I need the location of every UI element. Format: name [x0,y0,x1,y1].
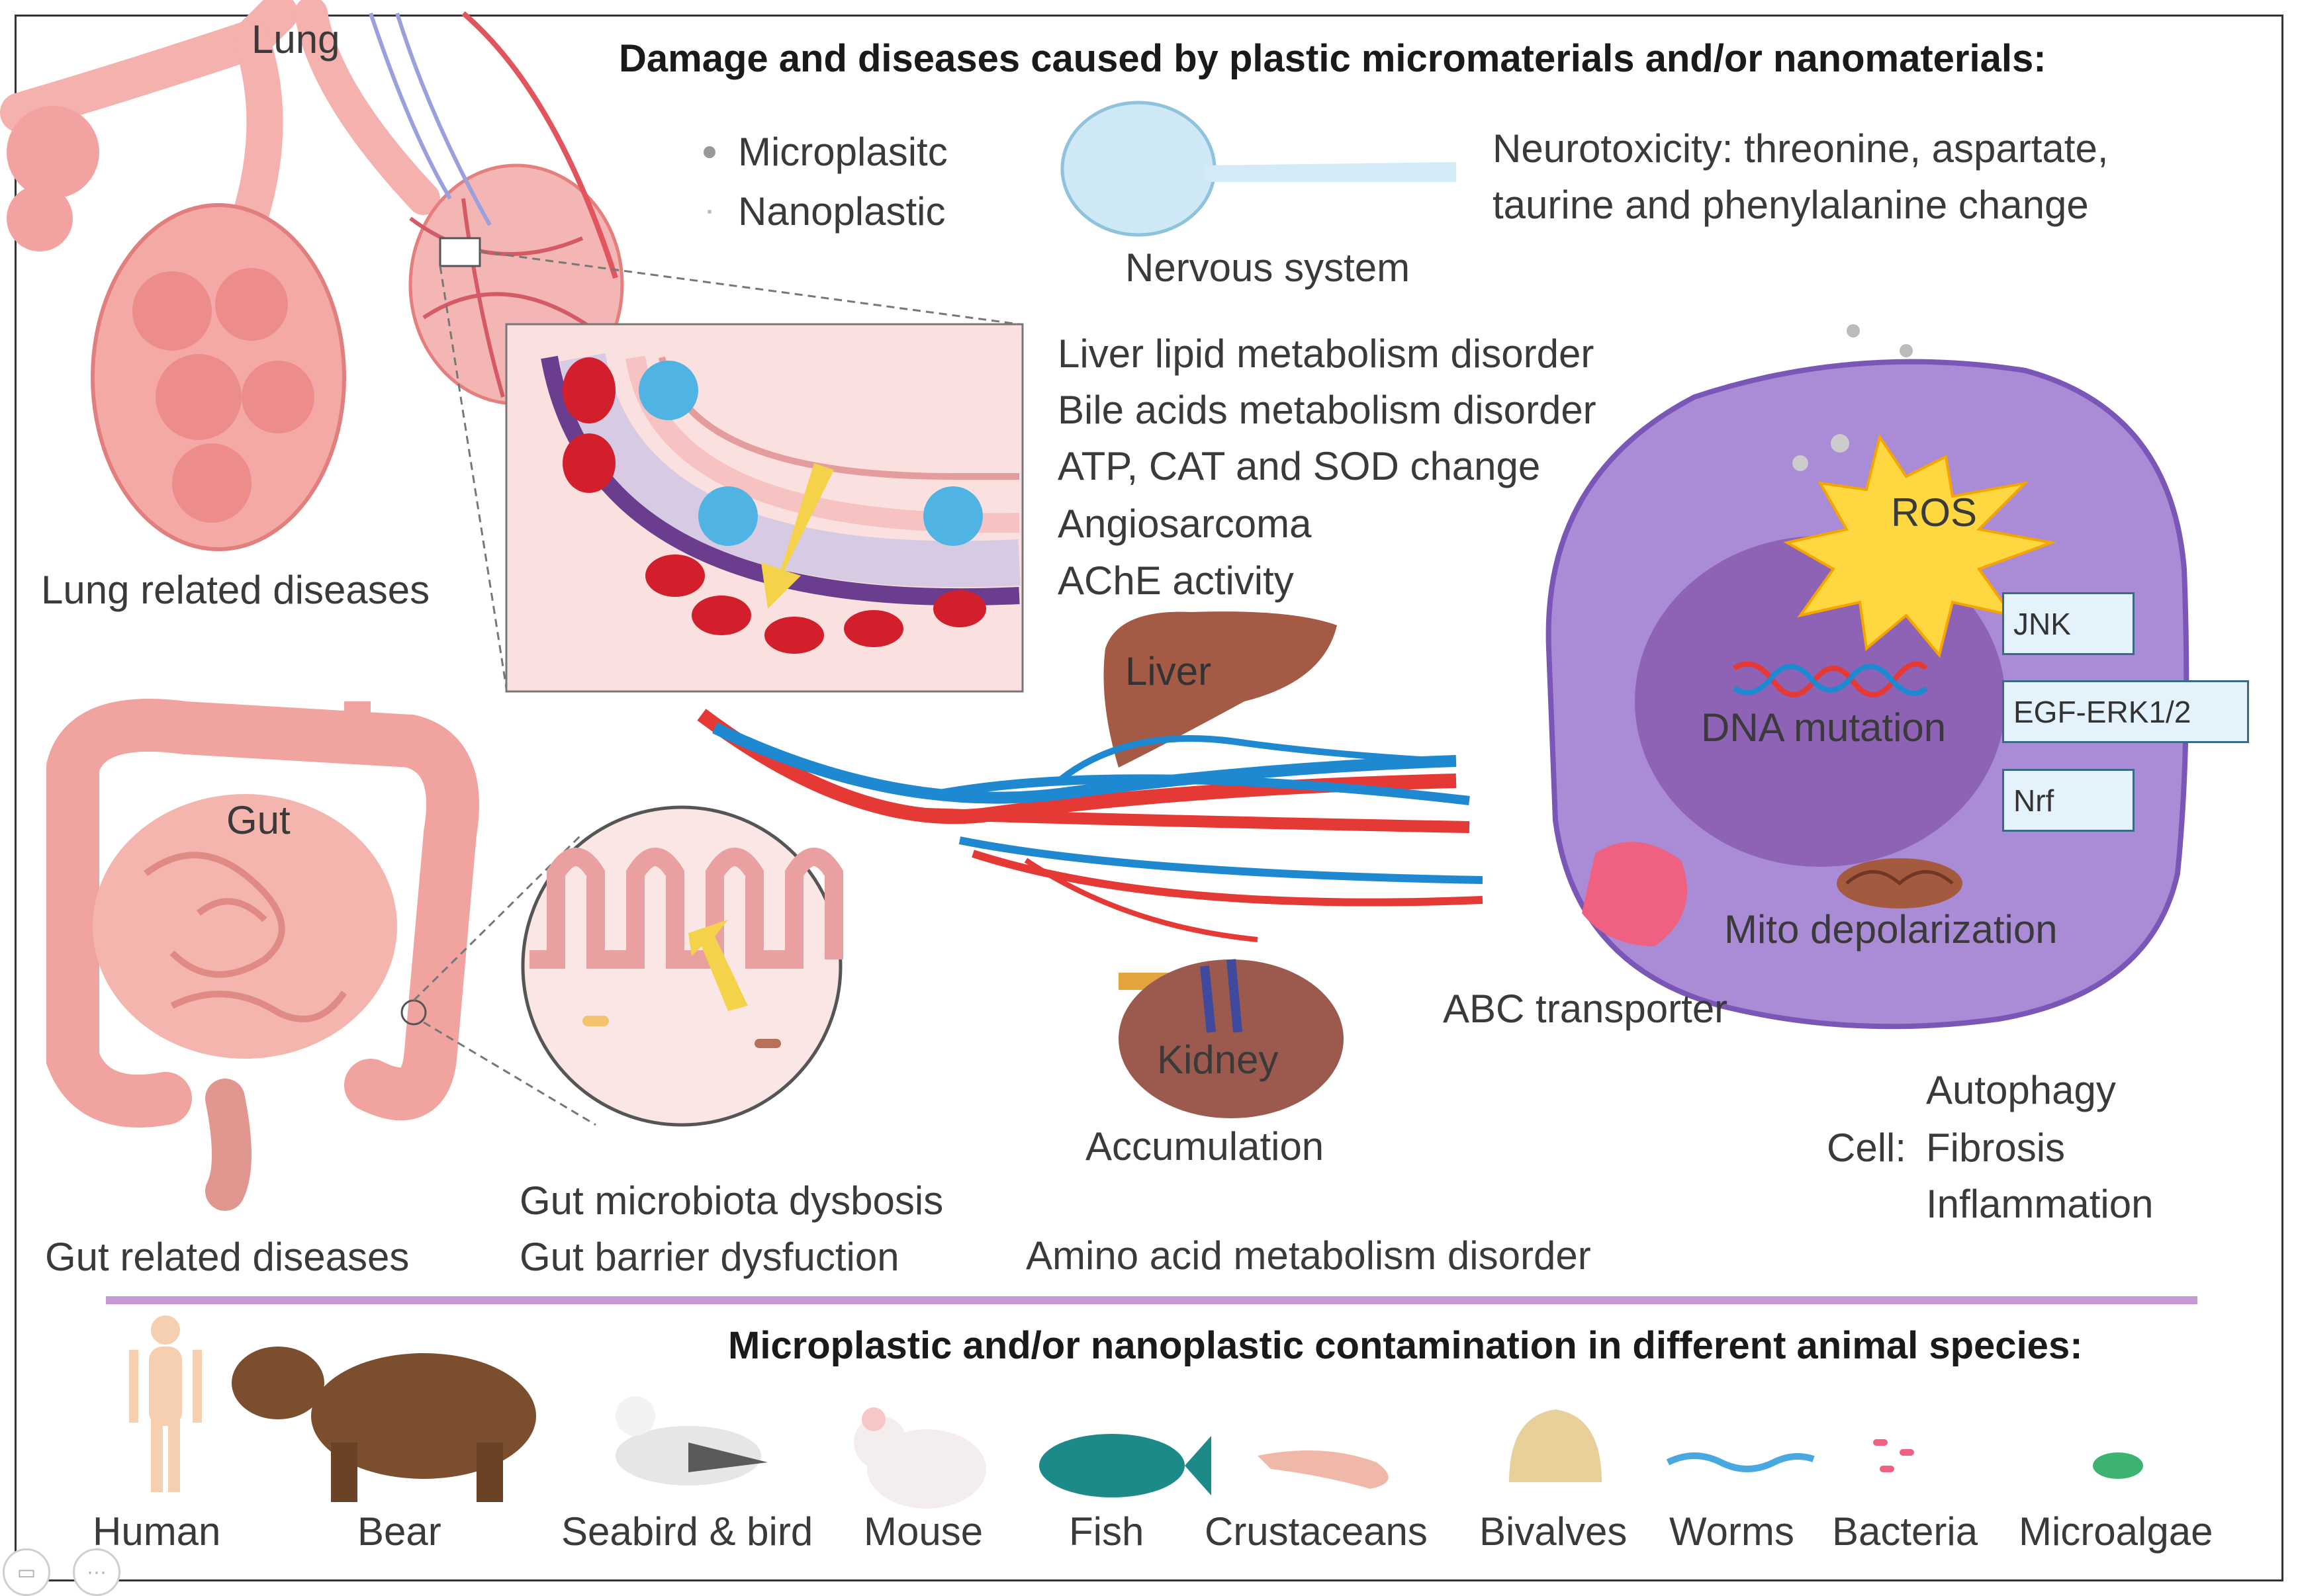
seabird-icon [616,1396,768,1485]
species-bivalves: Bivalves [1479,1509,1628,1554]
cell-effect-inflammation: Inflammation [1926,1182,2154,1226]
amino-acid-label: Amino acid metabolism disorder [1026,1233,1591,1278]
microplastic-dot-icon [704,146,715,158]
mouse-icon [854,1407,986,1509]
kidney-label: Kidney [1157,1038,1279,1082]
worm-icon [1666,1452,1815,1472]
species-icons [129,1315,2143,1509]
human-icon [129,1315,202,1492]
legend-micro-label: Microplasitc [738,130,948,174]
gut-effect-2: Gut barrier dysfuction [520,1235,899,1279]
mito-label: Mito depolarization [1724,907,2058,952]
dna-mutation-label: DNA mutation [1701,705,1947,750]
gut-inset [521,805,843,1127]
species-title: Microplastic and/or nanoplastic contamin… [728,1324,2083,1367]
species-human: Human [93,1509,221,1554]
pathway-nrf: Nrf [2002,769,2135,832]
legend-nano-label: Nanoplastic [738,189,946,234]
gut-effect-1: Gut microbiota dysbosis [520,1178,944,1223]
liver-effect-3: ATP, CAT and SOD change [1058,444,1541,488]
species-microalgae: Microalgae [2019,1509,2213,1554]
cell-illustration [1545,324,2189,1030]
caption-icon[interactable]: ▭ [3,1548,50,1596]
neurotoxicity-line2: taurine and phenylalanine change [1493,183,2089,227]
microalgae-icon [2093,1452,2143,1479]
gut-disease-label: Gut related diseases [45,1235,410,1279]
neurotoxicity-line1: Neurotoxicity: threonine, aspartate, [1493,126,2109,171]
kidney-organ [1119,959,1344,1118]
pathway-jnk: JNK [2002,592,2135,655]
liver-effect-1: Liver lipid metabolism disorder [1058,332,1594,376]
liver-effect-4: Angiosarcoma [1058,502,1312,546]
abc-transporter-label: ABC transporter [1443,987,1728,1031]
fish-icon [1039,1434,1211,1497]
damage-title: Damage and diseases caused by plastic mi… [619,37,2046,80]
gut-label: Gut [226,798,291,842]
liver-organ [1103,611,1337,768]
cell-effect-autophagy: Autophagy [1926,1068,2116,1112]
crustacean-icon [1258,1450,1389,1489]
blood-vessels [697,709,1483,942]
bivalve-icon [1509,1409,1602,1482]
kidney-effect: Accumulation [1085,1124,1324,1169]
species-fish: Fish [1069,1509,1144,1554]
gut-illustration [46,699,596,1211]
liver-label: Liver [1125,649,1212,693]
species-crustaceans: Crustaceans [1205,1509,1428,1554]
species-mouse: Mouse [864,1509,984,1554]
cell-prefix-label: Cell: [1827,1126,1907,1170]
lung-disease-label: Lung related diseases [41,568,430,612]
species-worms: Worms [1669,1509,1794,1554]
nervous-system-label: Nervous system [1125,245,1410,290]
lung-label: Lung [252,17,340,62]
species-bacteria: Bacteria [1832,1509,1978,1554]
nanoplastic-dot-icon [708,210,712,214]
bacteria-icon [1873,1439,1914,1472]
ros-label: ROS [1891,490,1978,535]
bear-icon [232,1347,536,1502]
species-bear: Bear [357,1509,441,1554]
liver-effect-5: AChE activity [1058,558,1294,603]
nervous-illustration [1060,101,1456,237]
liver-effect-2: Bile acids metabolism disorder [1058,388,1596,432]
cell-effect-fibrosis: Fibrosis [1926,1126,2066,1170]
pathway-egf-erk: EGF-ERK1/2 [2002,680,2249,743]
liver-inset [505,323,1024,693]
species-seabird: Seabird & bird [561,1509,813,1554]
lung-illustration [0,0,1020,689]
more-icon[interactable]: ··· [73,1548,120,1596]
